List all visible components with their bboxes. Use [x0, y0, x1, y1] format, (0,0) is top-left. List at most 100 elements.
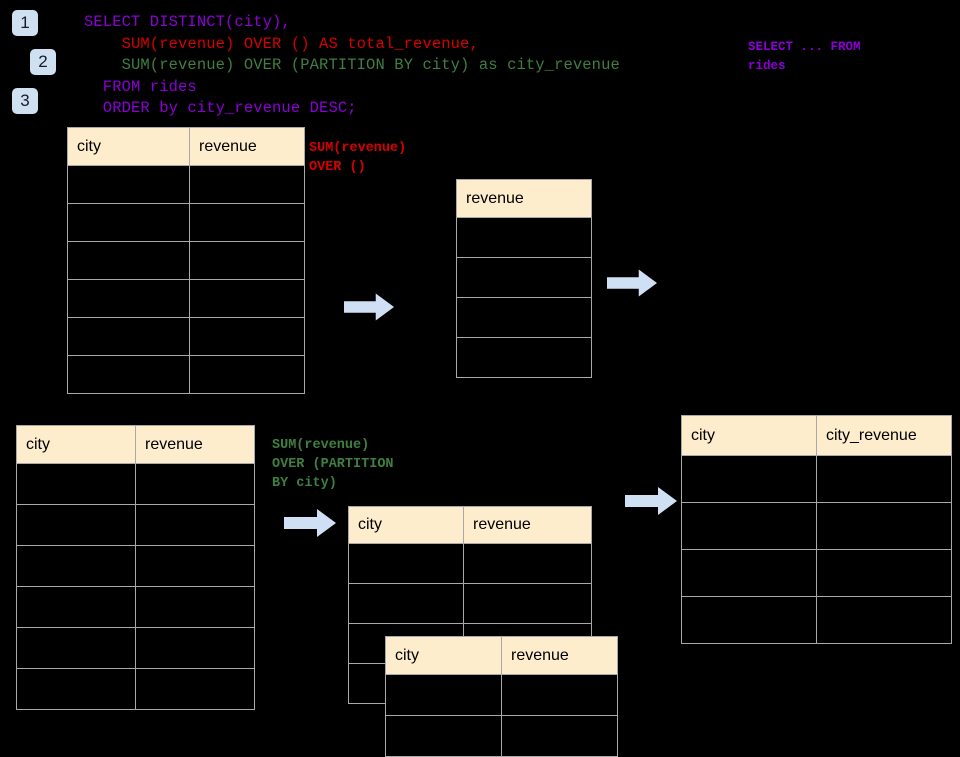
table-cell: [501, 715, 618, 757]
table-cell: [463, 583, 592, 624]
table-cell: [189, 203, 305, 242]
table-cell: [501, 674, 618, 716]
right-arrow-icon: [284, 509, 336, 537]
table-cell: [189, 241, 305, 280]
table-row: [67, 317, 305, 356]
table-cell: [456, 257, 592, 298]
table-cell: [816, 455, 952, 503]
table-total-revenue-result: revenue: [456, 179, 592, 378]
table-cell: [463, 543, 592, 584]
table-cell: [681, 549, 817, 597]
table-cell: [67, 279, 190, 318]
table-cell: [816, 549, 952, 597]
table-row: [16, 463, 255, 505]
column-header-revenue: revenue: [501, 636, 618, 675]
table-row: [16, 504, 255, 546]
table-row: [456, 297, 592, 338]
column-header-city: city: [681, 415, 817, 456]
column-header-city_revenue: city_revenue: [816, 415, 952, 456]
right-arrow-icon: [344, 293, 394, 321]
column-header-revenue: revenue: [456, 179, 592, 218]
table-row: [16, 627, 255, 669]
arrow-source-to-total: [344, 292, 394, 322]
table-cell: [456, 217, 592, 258]
table-row: [385, 674, 618, 716]
table-cell: [67, 203, 190, 242]
column-header-city: city: [67, 127, 190, 166]
column-header-city: city: [16, 425, 136, 464]
table-row: [16, 545, 255, 587]
table-row: [456, 217, 592, 258]
table-cell: [135, 463, 255, 505]
table-cell: [816, 596, 952, 644]
annotation-total-revenue: SUM(revenue) OVER (): [309, 141, 407, 175]
table-row: [681, 596, 952, 644]
table-cell: [681, 596, 817, 644]
table-row: [16, 586, 255, 628]
table-cell: [67, 317, 190, 356]
column-header-revenue: revenue: [463, 506, 592, 544]
table-cell: [67, 355, 190, 394]
table-cell: [681, 502, 817, 550]
table-row: [67, 165, 305, 204]
sql-line-3: SUM(revenue) OVER (PARTITION BY city) as…: [84, 56, 620, 74]
table-cell: [16, 586, 136, 628]
table-row: [456, 337, 592, 378]
annotation-subquery: SELECT ... FROM rides: [748, 40, 861, 73]
annotation-city-revenue: SUM(revenue) OVER (PARTITION BY city): [272, 438, 394, 491]
table-cell: [135, 586, 255, 628]
table-row: [67, 203, 305, 242]
arrow-source-to-partition: [284, 508, 336, 538]
column-header-revenue: revenue: [189, 127, 305, 166]
table-row: [385, 715, 618, 757]
table-cell: [189, 165, 305, 204]
table-cell: [16, 668, 136, 710]
table-row: [681, 549, 952, 597]
column-header-revenue: revenue: [135, 425, 255, 464]
table-cell: [16, 504, 136, 546]
step-badge-2: 2: [30, 49, 56, 75]
table-cell: [348, 583, 464, 624]
right-arrow-icon: [625, 487, 677, 515]
table-cell: [816, 502, 952, 550]
table-cell: [189, 317, 305, 356]
table-cell: [16, 545, 136, 587]
table-header-row: revenue: [456, 179, 592, 218]
table-cell: [456, 297, 592, 338]
table-row: [67, 241, 305, 280]
table-cell: [681, 455, 817, 503]
table-cell: [456, 337, 592, 378]
sql-line-1: SELECT DISTINCT(city),: [84, 13, 291, 31]
table-cell: [189, 279, 305, 318]
sql-line-5: ORDER by city_revenue DESC;: [84, 99, 357, 117]
table-cell: [135, 504, 255, 546]
sql-line-2: SUM(revenue) OVER () AS total_revenue,: [84, 34, 479, 53]
table-cell: [348, 543, 464, 584]
table-row: [348, 543, 592, 584]
arrow-partition-to-result: [625, 486, 677, 516]
table-cell: [135, 627, 255, 669]
table-cell: [135, 668, 255, 710]
table-cell: [189, 355, 305, 394]
column-header-city: city: [385, 636, 502, 675]
table-row: [67, 279, 305, 318]
table-row: [681, 502, 952, 550]
right-arrow-icon: [607, 269, 657, 297]
arrow-total-to-result: [607, 268, 657, 298]
table-cell: [67, 165, 190, 204]
sql-query-block: SELECT DISTINCT(city), SUM(revenue) OVER…: [84, 12, 620, 120]
column-header-city: city: [348, 506, 464, 544]
table-cell: [16, 627, 136, 669]
table-row: [67, 355, 305, 394]
table-row: [681, 455, 952, 503]
